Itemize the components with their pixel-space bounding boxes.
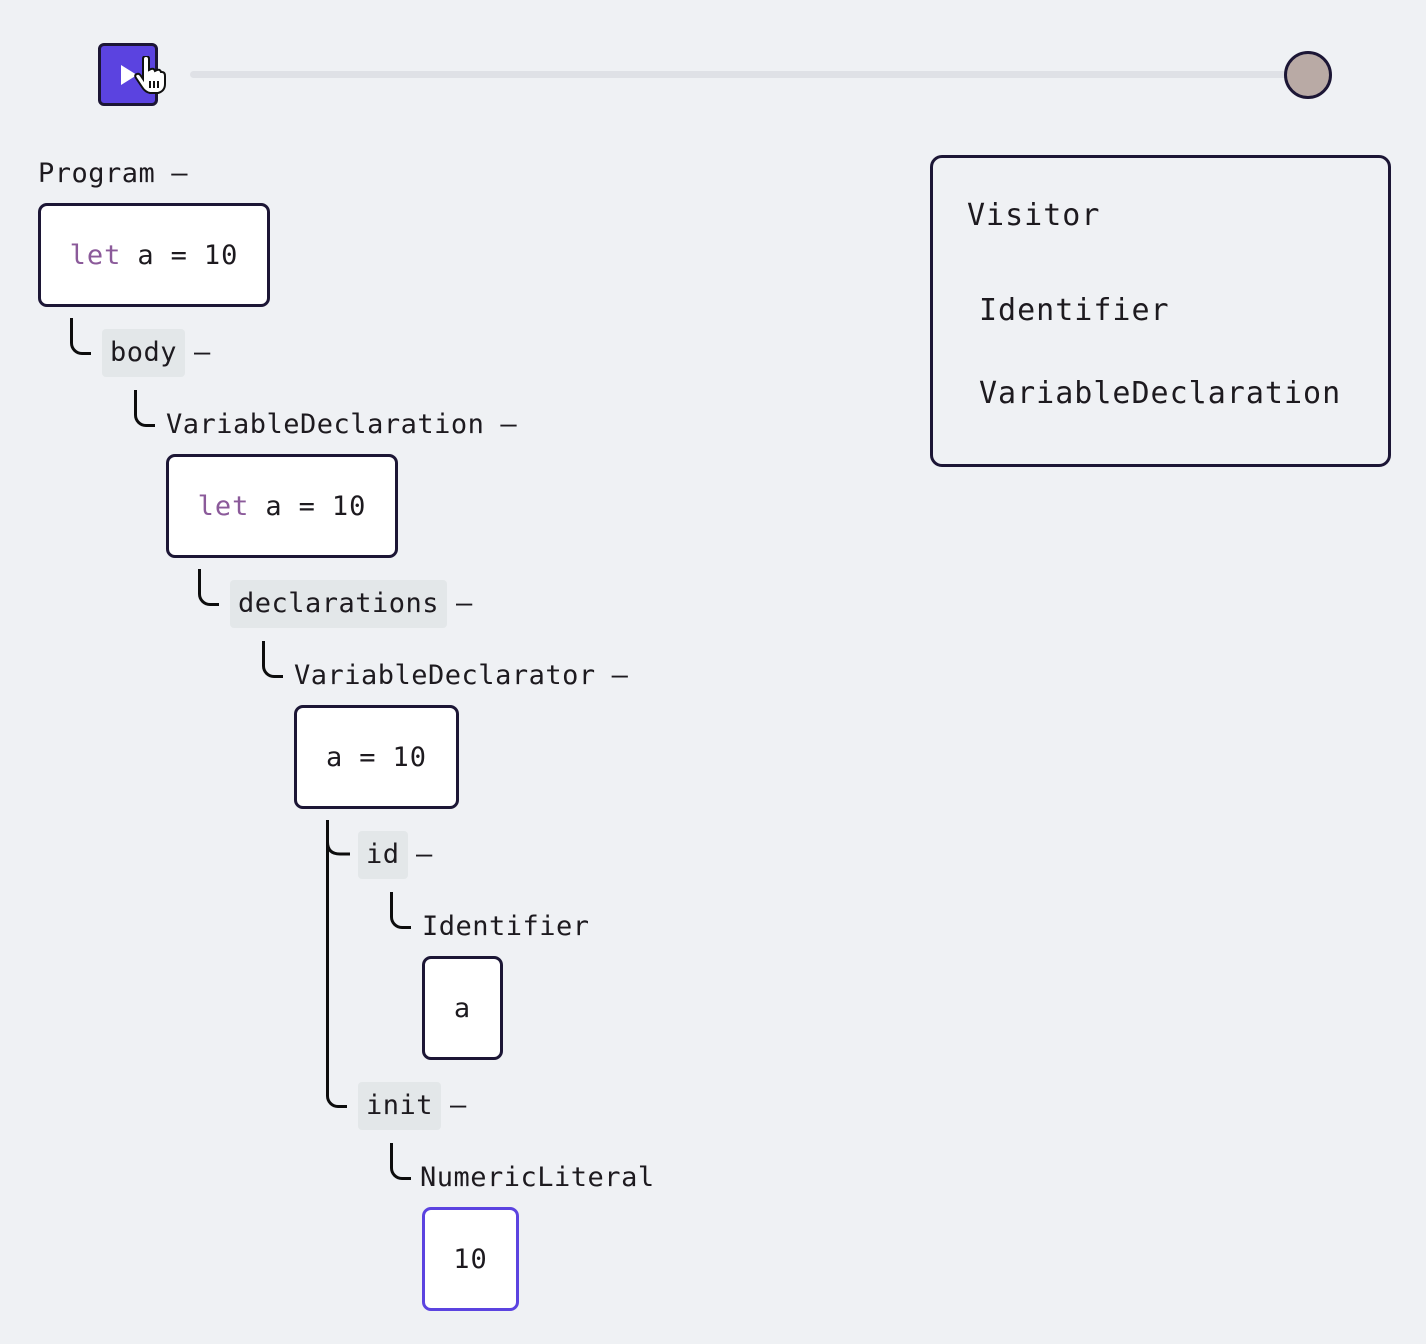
code-token: 10 [453,1243,488,1275]
tree-connector [198,569,219,606]
hand-pointer-icon [134,56,166,94]
tree-connector [326,832,350,856]
collapse-toggle[interactable]: – [450,1090,467,1121]
node-type: NumericLiteral [420,1162,655,1193]
tree-connector [390,1143,411,1180]
code-box-variable-declarator[interactable]: a = 10 [294,705,459,809]
collapse-toggle[interactable]: – [611,660,629,691]
node-label-numeric-literal: NumericLiteral [420,1158,655,1198]
collapse-toggle[interactable]: – [456,588,473,619]
visitor-title: Visitor [967,198,1101,233]
code-token: 10 [331,490,367,522]
code-token: a [453,992,472,1024]
node-label-variable-declaration: VariableDeclaration– [166,405,517,445]
property-label-id: id [358,831,408,879]
collapse-toggle[interactable]: – [194,337,211,368]
collapse-toggle[interactable]: – [416,839,433,870]
node-type: VariableDeclarator [294,660,596,691]
visitor-panel: Visitor Identifier VariableDeclaration [930,155,1391,467]
timeline-track[interactable] [190,71,1290,78]
node-type: Program [38,158,156,189]
node-type: VariableDeclaration [166,409,485,440]
code-token: 10 [392,741,428,773]
keyword: let [69,239,122,271]
code-token: = [170,239,188,271]
code-token: a [325,741,344,773]
node-label-program: Program– [38,154,188,194]
code-token: = [359,741,377,773]
code-box-identifier[interactable]: a [422,956,503,1060]
code-token: = [298,490,316,522]
visitor-item: Identifier [979,293,1170,328]
code-token: 10 [203,239,239,271]
tree-connector [390,892,411,929]
node-label-variable-declarator: VariableDeclarator– [294,656,628,696]
visitor-item: VariableDeclaration [979,376,1342,411]
play-icon [121,65,137,85]
code-token: a [265,490,283,522]
tree-connector-trunk [326,820,329,1082]
property-label-init: init [358,1082,442,1130]
property-label-body: body [102,329,186,377]
property-label-declarations: declarations [230,580,448,628]
tree-connector [262,641,283,678]
keyword: let [197,490,250,522]
collapse-toggle[interactable]: – [171,158,189,189]
timeline-thumb[interactable] [1284,51,1332,99]
tree-connector [70,318,91,355]
node-type: Identifier [422,911,590,942]
tree-connector [134,390,155,427]
collapse-toggle[interactable]: – [500,409,518,440]
code-box-numeric-literal[interactable]: 10 [422,1207,519,1311]
tree-connector [326,1070,347,1108]
node-label-identifier: Identifier [422,907,590,947]
code-token: a [137,239,155,271]
